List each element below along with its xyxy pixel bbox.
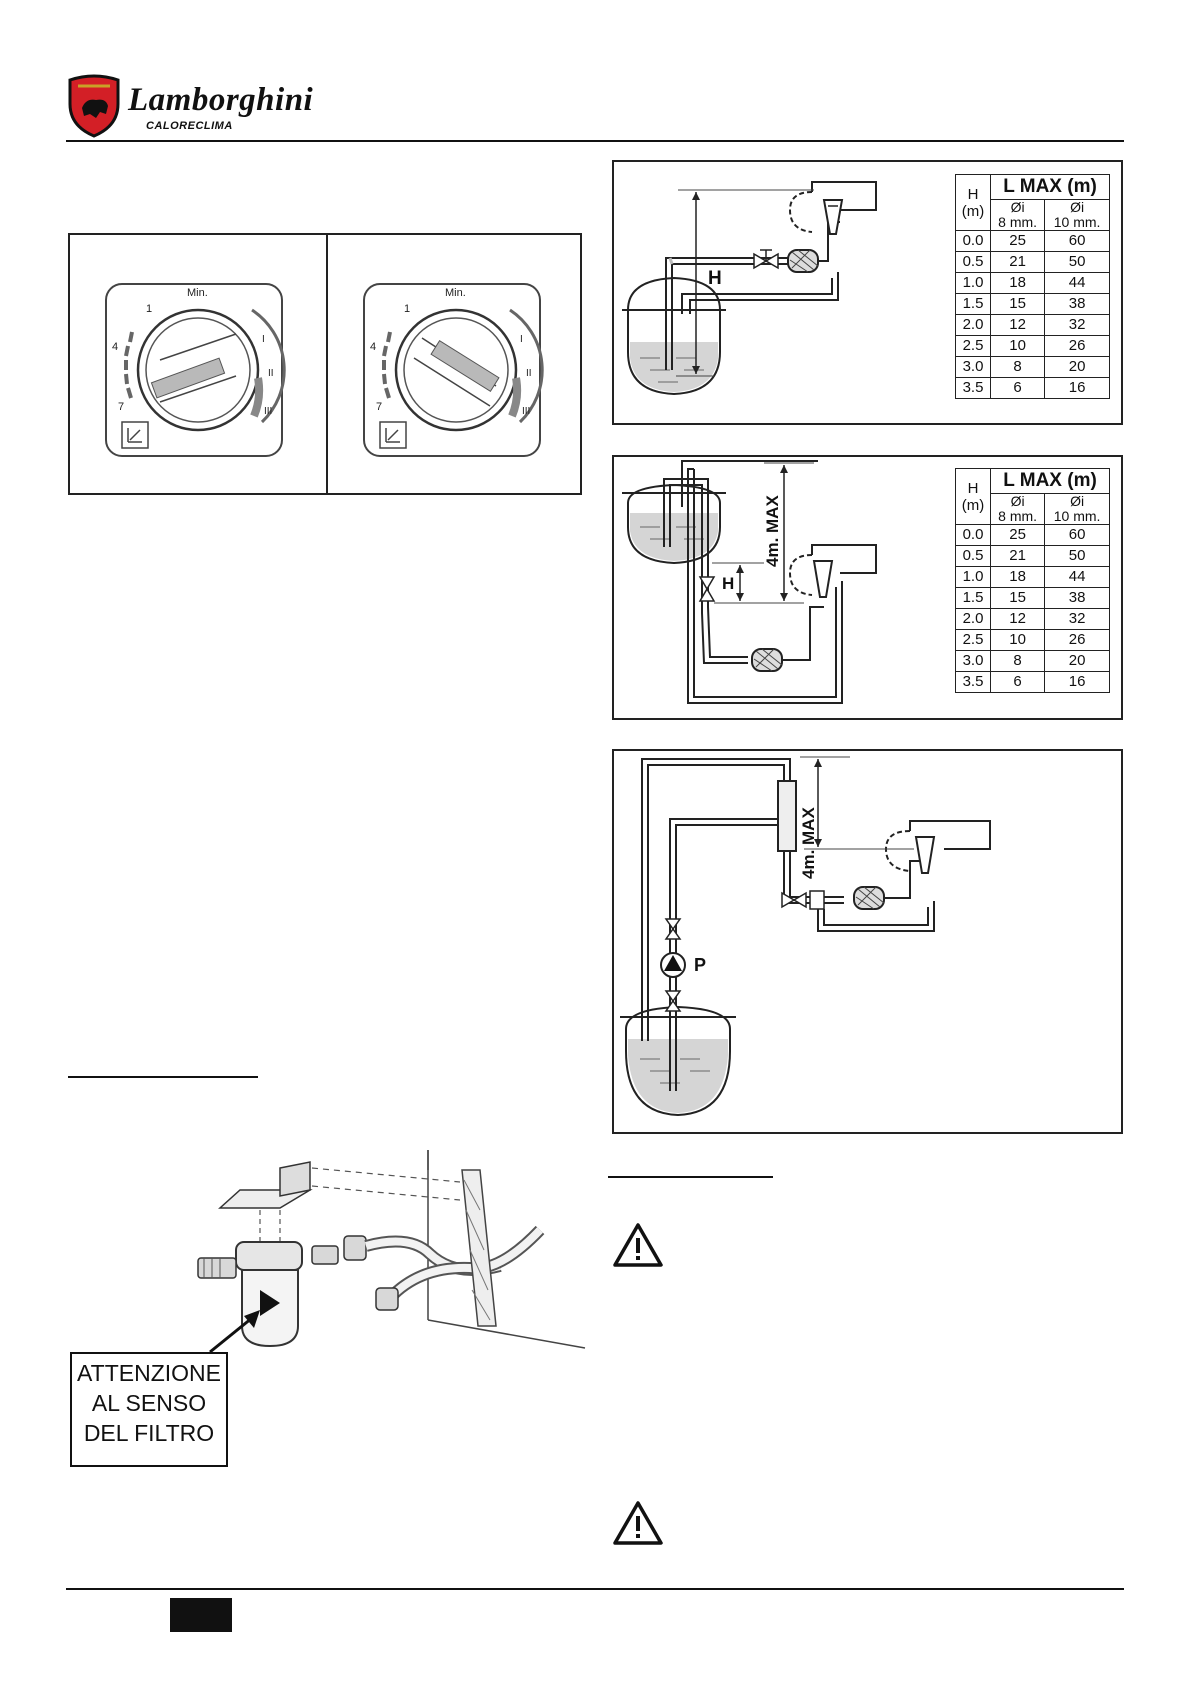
table2-h-header: H (m) <box>955 468 991 525</box>
dial-step-1: 1 <box>146 303 152 315</box>
dial-range-1: I <box>262 334 265 345</box>
table2-col-8mm: Øi 8 mm. <box>989 493 1046 525</box>
pump-diagram-3-drawing: P 4m. MAX <box>620 756 991 1117</box>
dial-step-4: 4 <box>370 341 376 353</box>
table2-lmax-header: L MAX (m) <box>990 468 1110 494</box>
pump-label: P <box>694 955 706 975</box>
warning-icon <box>613 1223 663 1267</box>
table2-col-10mm: Øi 10 mm. <box>1044 493 1110 525</box>
dial-step-7: 7 <box>118 401 124 413</box>
oil-filter-illustration <box>197 1150 586 1349</box>
filter-label-line-1: ATTENZIONE <box>77 1360 221 1386</box>
brand-name: Lamborghini <box>128 82 314 118</box>
diagram3-max-label: 4m. MAX <box>799 807 818 879</box>
table1-lmax-header: L MAX (m) <box>990 174 1110 200</box>
siphon-diagram-1-drawing: H <box>622 181 877 396</box>
page-number-box <box>170 1598 232 1632</box>
dial-step-7: 7 <box>376 401 382 413</box>
dial-step-4: 4 <box>112 341 118 353</box>
pointer-arrow <box>209 1310 260 1354</box>
sub-brand-name: CALORECLIMA <box>146 120 233 132</box>
dial-min-label: Min. <box>187 287 208 299</box>
section-heading-underline <box>68 1076 258 1078</box>
filter-label-line-2: AL SENSO <box>91 1390 207 1416</box>
table1-col-8mm: Øi 8 mm. <box>989 199 1046 231</box>
table1-col-10mm: Øi 10 mm. <box>1044 199 1110 231</box>
thermostat-dial-right: Min. 1 4 7 I II III <box>363 283 544 457</box>
table1-h-header: H (m) <box>955 174 991 231</box>
filter-label-line-3: DEL FILTRO <box>83 1420 215 1446</box>
thermostat-dial-left: Min. 1 4 7 I II III <box>105 283 286 457</box>
diagram2-h-label: H <box>722 574 734 593</box>
dials-divider <box>326 235 328 493</box>
dial-range-2: II <box>268 368 274 379</box>
suction-diagram-2-drawing: H 4m. MAX <box>622 460 877 704</box>
dial-range-1: I <box>520 334 523 345</box>
footer-rule <box>66 1588 1124 1590</box>
dial-range-3: III <box>264 406 272 417</box>
lamborghini-shield-logo <box>68 74 120 138</box>
dial-step-1: 1 <box>404 303 410 315</box>
header: Lamborghini CALORECLIMA <box>0 0 1191 145</box>
dial-min-label: Min. <box>445 287 466 299</box>
filter-direction-label: ATTENZIONE AL SENSO DEL FILTRO <box>70 1352 228 1467</box>
warning-icon <box>613 1501 663 1545</box>
diagram1-h-label: H <box>708 268 722 289</box>
dial-range-2: II <box>526 368 532 379</box>
header-rule <box>66 140 1124 142</box>
section-heading-underline-right <box>608 1176 773 1178</box>
diagram2-max-label: 4m. MAX <box>763 495 782 567</box>
dial-range-3: III <box>522 406 530 417</box>
